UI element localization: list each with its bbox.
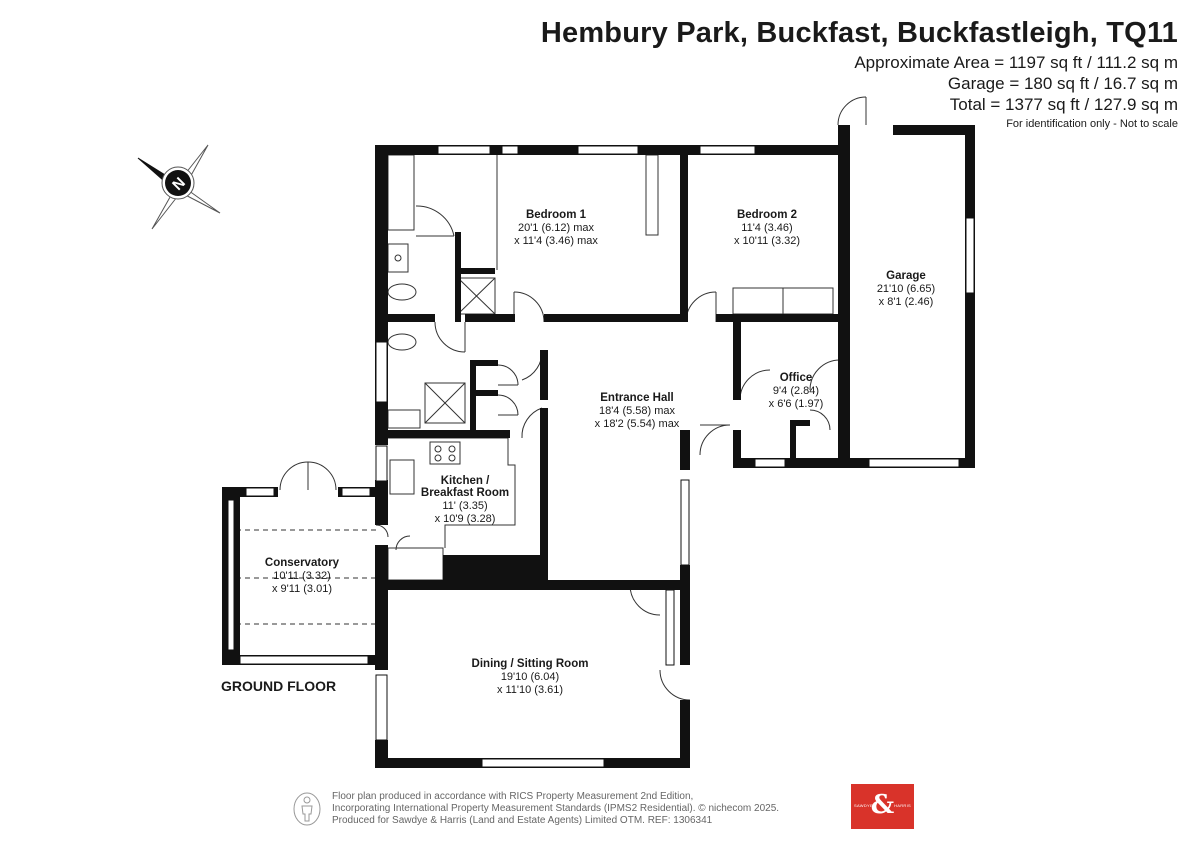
logo-right-text: HARRIS: [894, 803, 911, 808]
entrance-hall-name: Entrance Hall: [600, 392, 674, 404]
bedroom2-name: Bedroom 2: [737, 209, 797, 221]
conservatory-dim2: x 9'11 (3.01): [272, 583, 332, 595]
office-dim1: 9'4 (2.84): [773, 385, 819, 397]
garage-dim2: x 8'1 (2.46): [879, 296, 934, 308]
bedroom2-dim1: 11'4 (3.46): [741, 222, 792, 234]
conservatory-dim1: 10'11 (3.32): [273, 570, 331, 582]
approximate-area: Approximate Area = 1197 sq ft / 111.2 sq…: [854, 53, 1178, 72]
header: Hembury Park, Buckfast, Buckfastleigh, T…: [541, 14, 1178, 133]
bedroom2-dim2: x 10'11 (3.32): [734, 235, 800, 247]
identification-note: For identification only - Not to scale: [1006, 118, 1178, 130]
total-area: Total = 1377 sq ft / 127.9 sq m: [949, 95, 1178, 114]
entrance-hall-dim1: 18'4 (5.58) max: [599, 405, 676, 417]
dining-sitting-room-dim1: 19'10 (6.04): [501, 671, 559, 683]
garage-dim1: 21'10 (6.65): [877, 283, 935, 295]
footer-line-1: Floor plan produced in accordance with R…: [332, 791, 694, 802]
office-dim2: x 6'6 (1.97): [769, 398, 824, 410]
conservatory-name: Conservatory: [265, 557, 340, 569]
sawdye-harris-logo: SAWDYE & HARRIS: [851, 784, 914, 829]
room-labels: Bedroom 1 20'1 (6.12) max x 11'4 (3.46) …: [265, 209, 935, 696]
footer-line-2: Incorporating International Property Mea…: [332, 803, 780, 814]
floor-label: GROUND FLOOR: [221, 678, 337, 694]
entrance-hall-dim2: x 18'2 (5.54) max: [595, 418, 680, 430]
bedroom1-dim1: 20'1 (6.12) max: [518, 222, 595, 234]
bedroom1-dim2: x 11'4 (3.46) max: [514, 235, 598, 247]
kitchen-name-line1: Kitchen /: [441, 475, 490, 487]
kitchen-dim1: 11' (3.35): [442, 500, 487, 512]
bedroom1-name: Bedroom 1: [526, 209, 587, 221]
garage-area: Garage = 180 sq ft / 16.7 sq m: [947, 74, 1178, 93]
page-title: Hembury Park, Buckfast, Buckfastleigh, T…: [540, 17, 1178, 49]
person-measure-icon: [293, 792, 321, 826]
windows: [227, 145, 975, 768]
garage-name: Garage: [886, 270, 926, 282]
office-name: Office: [780, 372, 813, 384]
kitchen-name-line2: Breakfast Room: [421, 487, 509, 499]
footer: Floor plan produced in accordance with R…: [332, 791, 779, 827]
logo-ampersand: &: [870, 790, 895, 820]
walls: [222, 125, 975, 768]
dining-sitting-room-name: Dining / Sitting Room: [472, 658, 589, 670]
dining-sitting-room-dim2: x 11'10 (3.61): [497, 684, 563, 696]
compass-icon: N: [137, 144, 221, 230]
logo-left-text: SAWDYE: [854, 803, 873, 808]
kitchen-dim2: x 10'9 (3.28): [435, 513, 496, 525]
footer-line-3: Produced for Sawdye & Harris (Land and E…: [332, 815, 713, 826]
